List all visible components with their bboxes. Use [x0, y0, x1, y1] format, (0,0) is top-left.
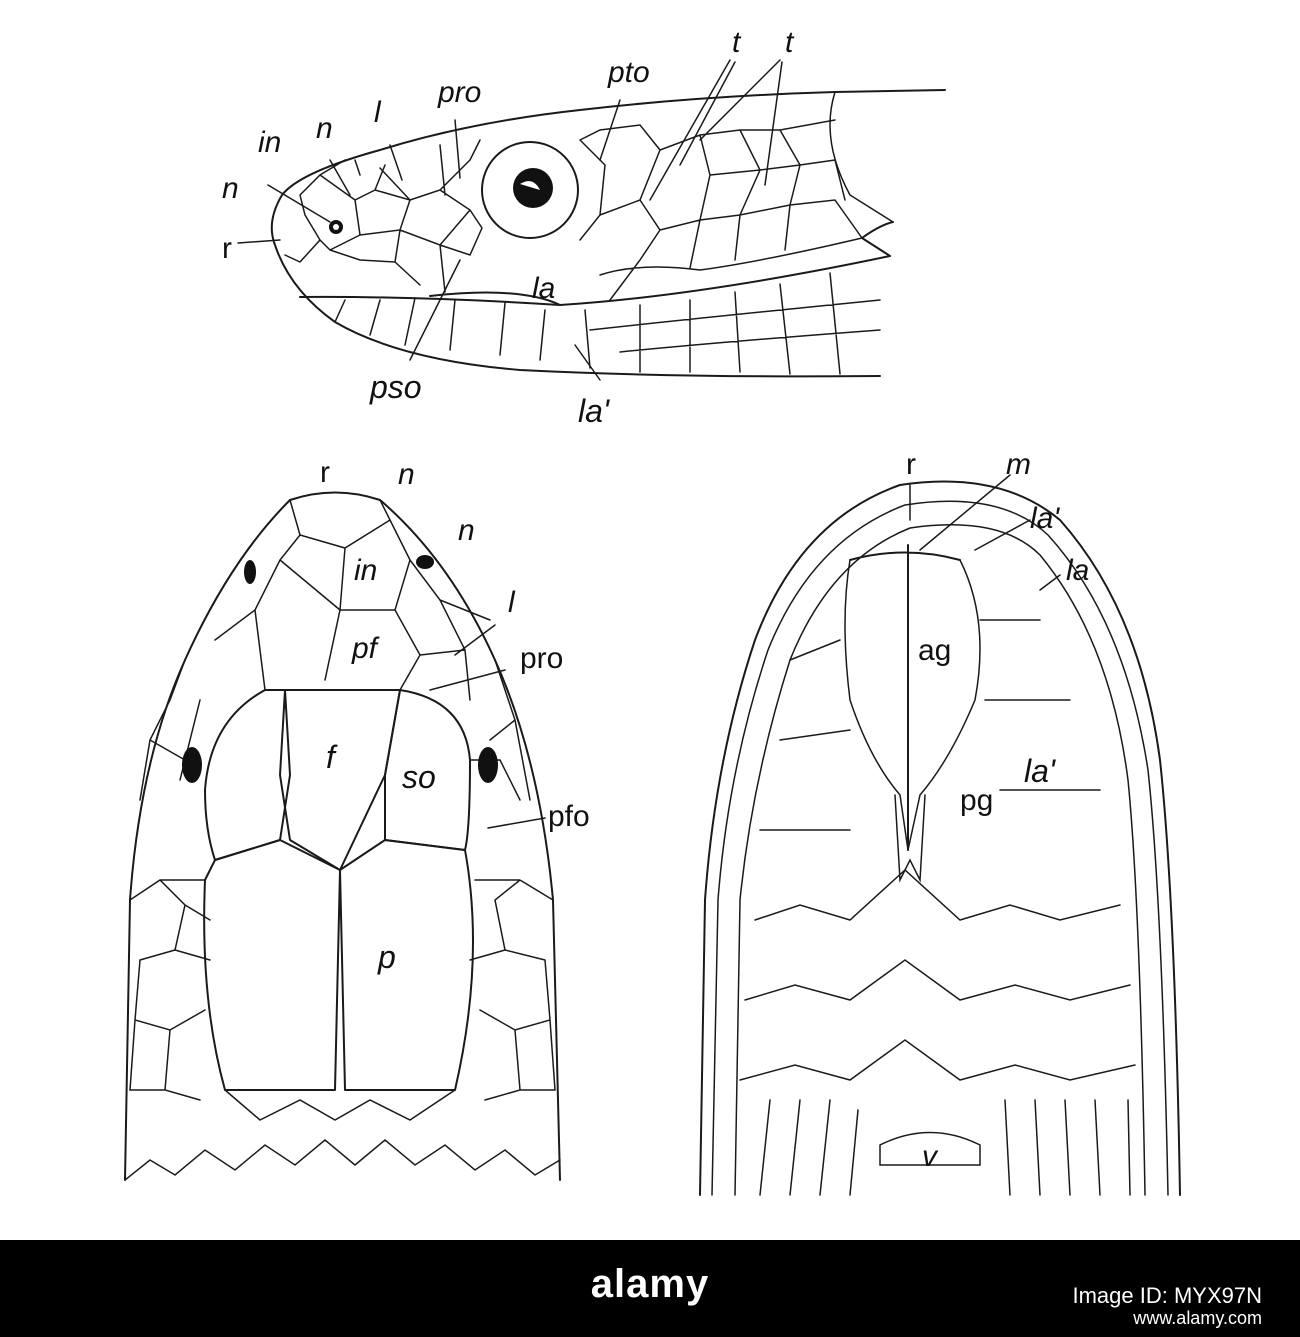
ventral-label-m: m — [1006, 448, 1031, 481]
dorsal-label-pfo: pfo — [548, 800, 590, 833]
side-label-in: in — [258, 126, 281, 159]
dorsal-label-l: l — [508, 586, 516, 619]
ventral-label-la-prime-2: la' — [1024, 753, 1057, 789]
dorsal-label-r: r — [320, 456, 330, 489]
dorsal-label-n2: n — [458, 514, 475, 547]
dorsal-label-in: in — [354, 554, 377, 587]
side-label-l: l — [374, 96, 382, 129]
dorsal-label-p: p — [377, 939, 396, 975]
dorsal-label-f: f — [326, 739, 338, 775]
dorsal-label-pro: pro — [520, 642, 563, 675]
ventral-label-la-prime-1: la' — [1030, 502, 1060, 535]
dorsal-label-so: so — [402, 759, 436, 795]
ventral-view-drawing — [700, 475, 1180, 1195]
side-label-pto: pto — [607, 56, 650, 89]
side-label-n2: n — [316, 112, 333, 145]
watermark-url: www.alamy.com — [1133, 1308, 1262, 1329]
side-view-drawing — [238, 60, 945, 380]
dorsal-label-pf: pf — [351, 632, 380, 665]
side-label-pso: pso — [369, 369, 422, 405]
dorsal-view-drawing — [125, 493, 560, 1181]
ventral-label-v: v — [922, 1140, 939, 1173]
side-label-la: la — [532, 272, 555, 305]
snake-head-scale-diagram: r n in n l pro pto t t la pso la' r n n … — [0, 0, 1300, 1240]
side-label-r: r — [222, 232, 232, 265]
ventral-label-pg: pg — [960, 784, 993, 817]
ventral-label-r: r — [906, 448, 916, 481]
dorsal-label-n1: n — [398, 458, 415, 491]
side-label-la-prime: la' — [578, 393, 611, 429]
side-label-t2: t — [785, 26, 795, 59]
side-label-t1: t — [732, 26, 742, 59]
side-label-pro: pro — [437, 76, 481, 109]
ventral-label-la: la — [1066, 554, 1089, 587]
ventral-label-ag: ag — [918, 634, 951, 667]
image-id-text: Image ID: MYX97N — [1072, 1283, 1262, 1309]
side-label-n1: n — [222, 172, 239, 205]
